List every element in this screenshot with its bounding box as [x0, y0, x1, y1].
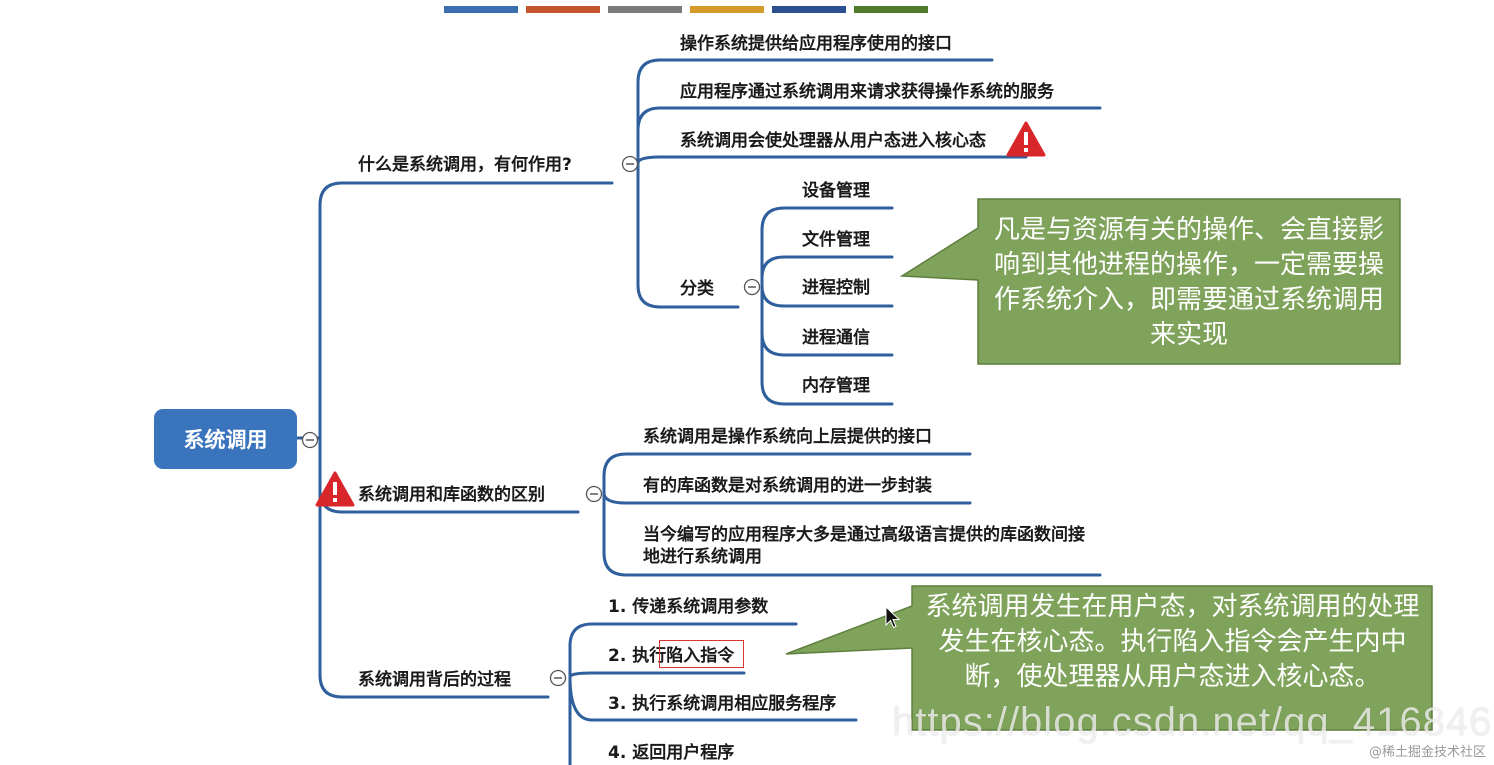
b2-child3-line [602, 491, 1102, 577]
collapse-icon[interactable] [549, 669, 567, 687]
b1-child2-line [636, 106, 1102, 165]
warning-icon [315, 471, 355, 507]
callout-resources-shape [899, 198, 1401, 365]
cat-item5-line [760, 284, 894, 406]
top-bar-segment [526, 6, 600, 13]
step-service-routine[interactable]: 3. 执行系统调用相应服务程序 [608, 694, 837, 714]
top-bar-segment [690, 6, 764, 13]
trap-highlight-box [659, 640, 744, 668]
branch3-line [318, 436, 550, 699]
branch-what-is-syscall[interactable]: 什么是系统调用，有何作用? [358, 155, 572, 175]
node-apps-use-library[interactable]: 当今编写的应用程序大多是通过高级语言提供的库函数间接地进行系统调用 [643, 525, 1085, 567]
watermark-text: @稀土掘金技术社区 [1368, 745, 1486, 760]
branch-syscall-process[interactable]: 系统调用背后的过程 [358, 670, 511, 690]
mouse-cursor-icon [885, 606, 901, 629]
top-bar-segment [772, 6, 846, 13]
b1-child3-line [636, 155, 1028, 165]
callout-resources-text: 凡是与资源有关的操作、会直接影响到其他进程的操作，一定需要操作系统介入，即需要通… [993, 215, 1384, 350]
category-item-file[interactable]: 文件管理 [802, 230, 870, 250]
warning-icon [1006, 121, 1046, 157]
top-color-bar [444, 6, 928, 13]
b1-category-line [636, 161, 740, 309]
category-item-process-control[interactable]: 进程控制 [802, 278, 870, 298]
b3-child2-line [568, 671, 746, 679]
b1-child1-line [636, 58, 994, 165]
b2-child1-line [602, 452, 972, 495]
node-request-os-service[interactable]: 应用程序通过系统调用来请求获得操作系统的服务 [680, 82, 1054, 102]
node-category[interactable]: 分类 [680, 279, 714, 299]
b3-child1-line [568, 622, 798, 679]
top-bar-segment [444, 6, 518, 13]
collapse-icon[interactable] [743, 278, 761, 296]
node-library-wraps-syscall[interactable]: 有的库函数是对系统调用的进一步封装 [643, 476, 932, 496]
collapse-icon[interactable] [621, 155, 639, 173]
node-user-to-kernel-mode[interactable]: 系统调用会使处理器从用户态进入核心态 [680, 131, 986, 151]
cat-item1-line [760, 206, 894, 288]
step-return-user[interactable]: 4. 返回用户程序 [608, 743, 735, 763]
step-pass-params[interactable]: 1. 传递系统调用参数 [608, 597, 769, 617]
url-overlay-text: https://blog.csdn.net/qq_416846 [892, 700, 1493, 744]
category-item-device[interactable]: 设备管理 [802, 181, 870, 201]
category-item-memory[interactable]: 内存管理 [802, 376, 870, 396]
branch1-line [318, 181, 614, 440]
collapse-icon[interactable] [585, 485, 603, 503]
callout-process-text: 系统调用发生在用户态，对系统调用的处理发生在核心态。执行陷入指令会产生内中断，使… [925, 592, 1420, 692]
cat-item2-line [760, 255, 894, 288]
step-trap-instruction[interactable]: 2. 执行陷入指令 [608, 646, 735, 666]
branch-syscall-vs-library[interactable]: 系统调用和库函数的区别 [358, 485, 545, 505]
category-item-ipc[interactable]: 进程通信 [802, 328, 870, 348]
collapse-icon[interactable] [301, 431, 319, 449]
top-bar-segment [608, 6, 682, 13]
root-node[interactable]: 系统调用 [154, 409, 297, 469]
node-syscall-interface[interactable]: 操作系统提供给应用程序使用的接口 [680, 34, 952, 54]
top-bar-segment [854, 6, 928, 13]
node-syscall-upper-interface[interactable]: 系统调用是操作系统向上层提供的接口 [643, 427, 932, 447]
